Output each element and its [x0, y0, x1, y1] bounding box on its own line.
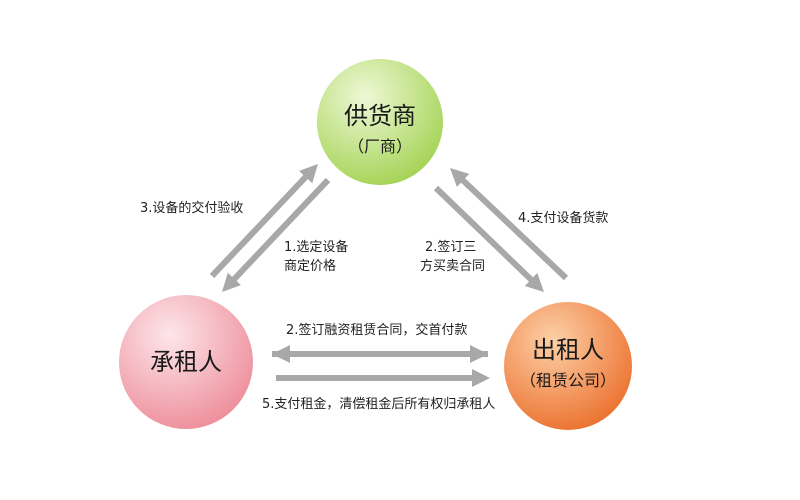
supplier-circle: [317, 59, 443, 185]
label-tripartite-line2: 方买卖合同: [420, 258, 485, 274]
arrow-rent: [276, 369, 490, 387]
lessor-sub: （租赁公司）: [520, 371, 616, 390]
lessee-circle: [119, 295, 253, 429]
arrow-tripartite-contract: [433, 185, 544, 292]
supplier-name: 供货商: [344, 102, 416, 130]
label-finance-contract: 2.签订融资租赁合同，交首付款: [286, 322, 467, 338]
label-acceptance: 3.设备的交付验收: [140, 200, 243, 216]
lessee-node: 承租人: [119, 295, 253, 429]
arrow-select-equipment: [222, 177, 331, 292]
label-select-line1: 1.选定设备: [284, 239, 348, 255]
arrow-acceptance: [209, 164, 318, 279]
label-select-line2: 商定价格: [284, 258, 336, 274]
lessor-node: 出租人 （租赁公司）: [504, 302, 632, 430]
label-tripartite-line1: 2.签订三: [425, 239, 476, 255]
supplier-node: 供货商 （厂商）: [317, 59, 443, 185]
lessee-name: 承租人: [150, 348, 222, 376]
lessor-circle: [504, 302, 632, 430]
label-payment: 4.支付设备货款: [518, 210, 608, 226]
arrow-payment: [450, 168, 569, 281]
supplier-sub: （厂商）: [348, 137, 412, 156]
arrow-finance-contract-b: [272, 345, 488, 363]
lessor-name: 出租人: [532, 336, 604, 364]
arrows-layer: [209, 164, 569, 387]
label-rent: 5.支付租金，清偿租金后所有权归承租人: [262, 396, 495, 412]
